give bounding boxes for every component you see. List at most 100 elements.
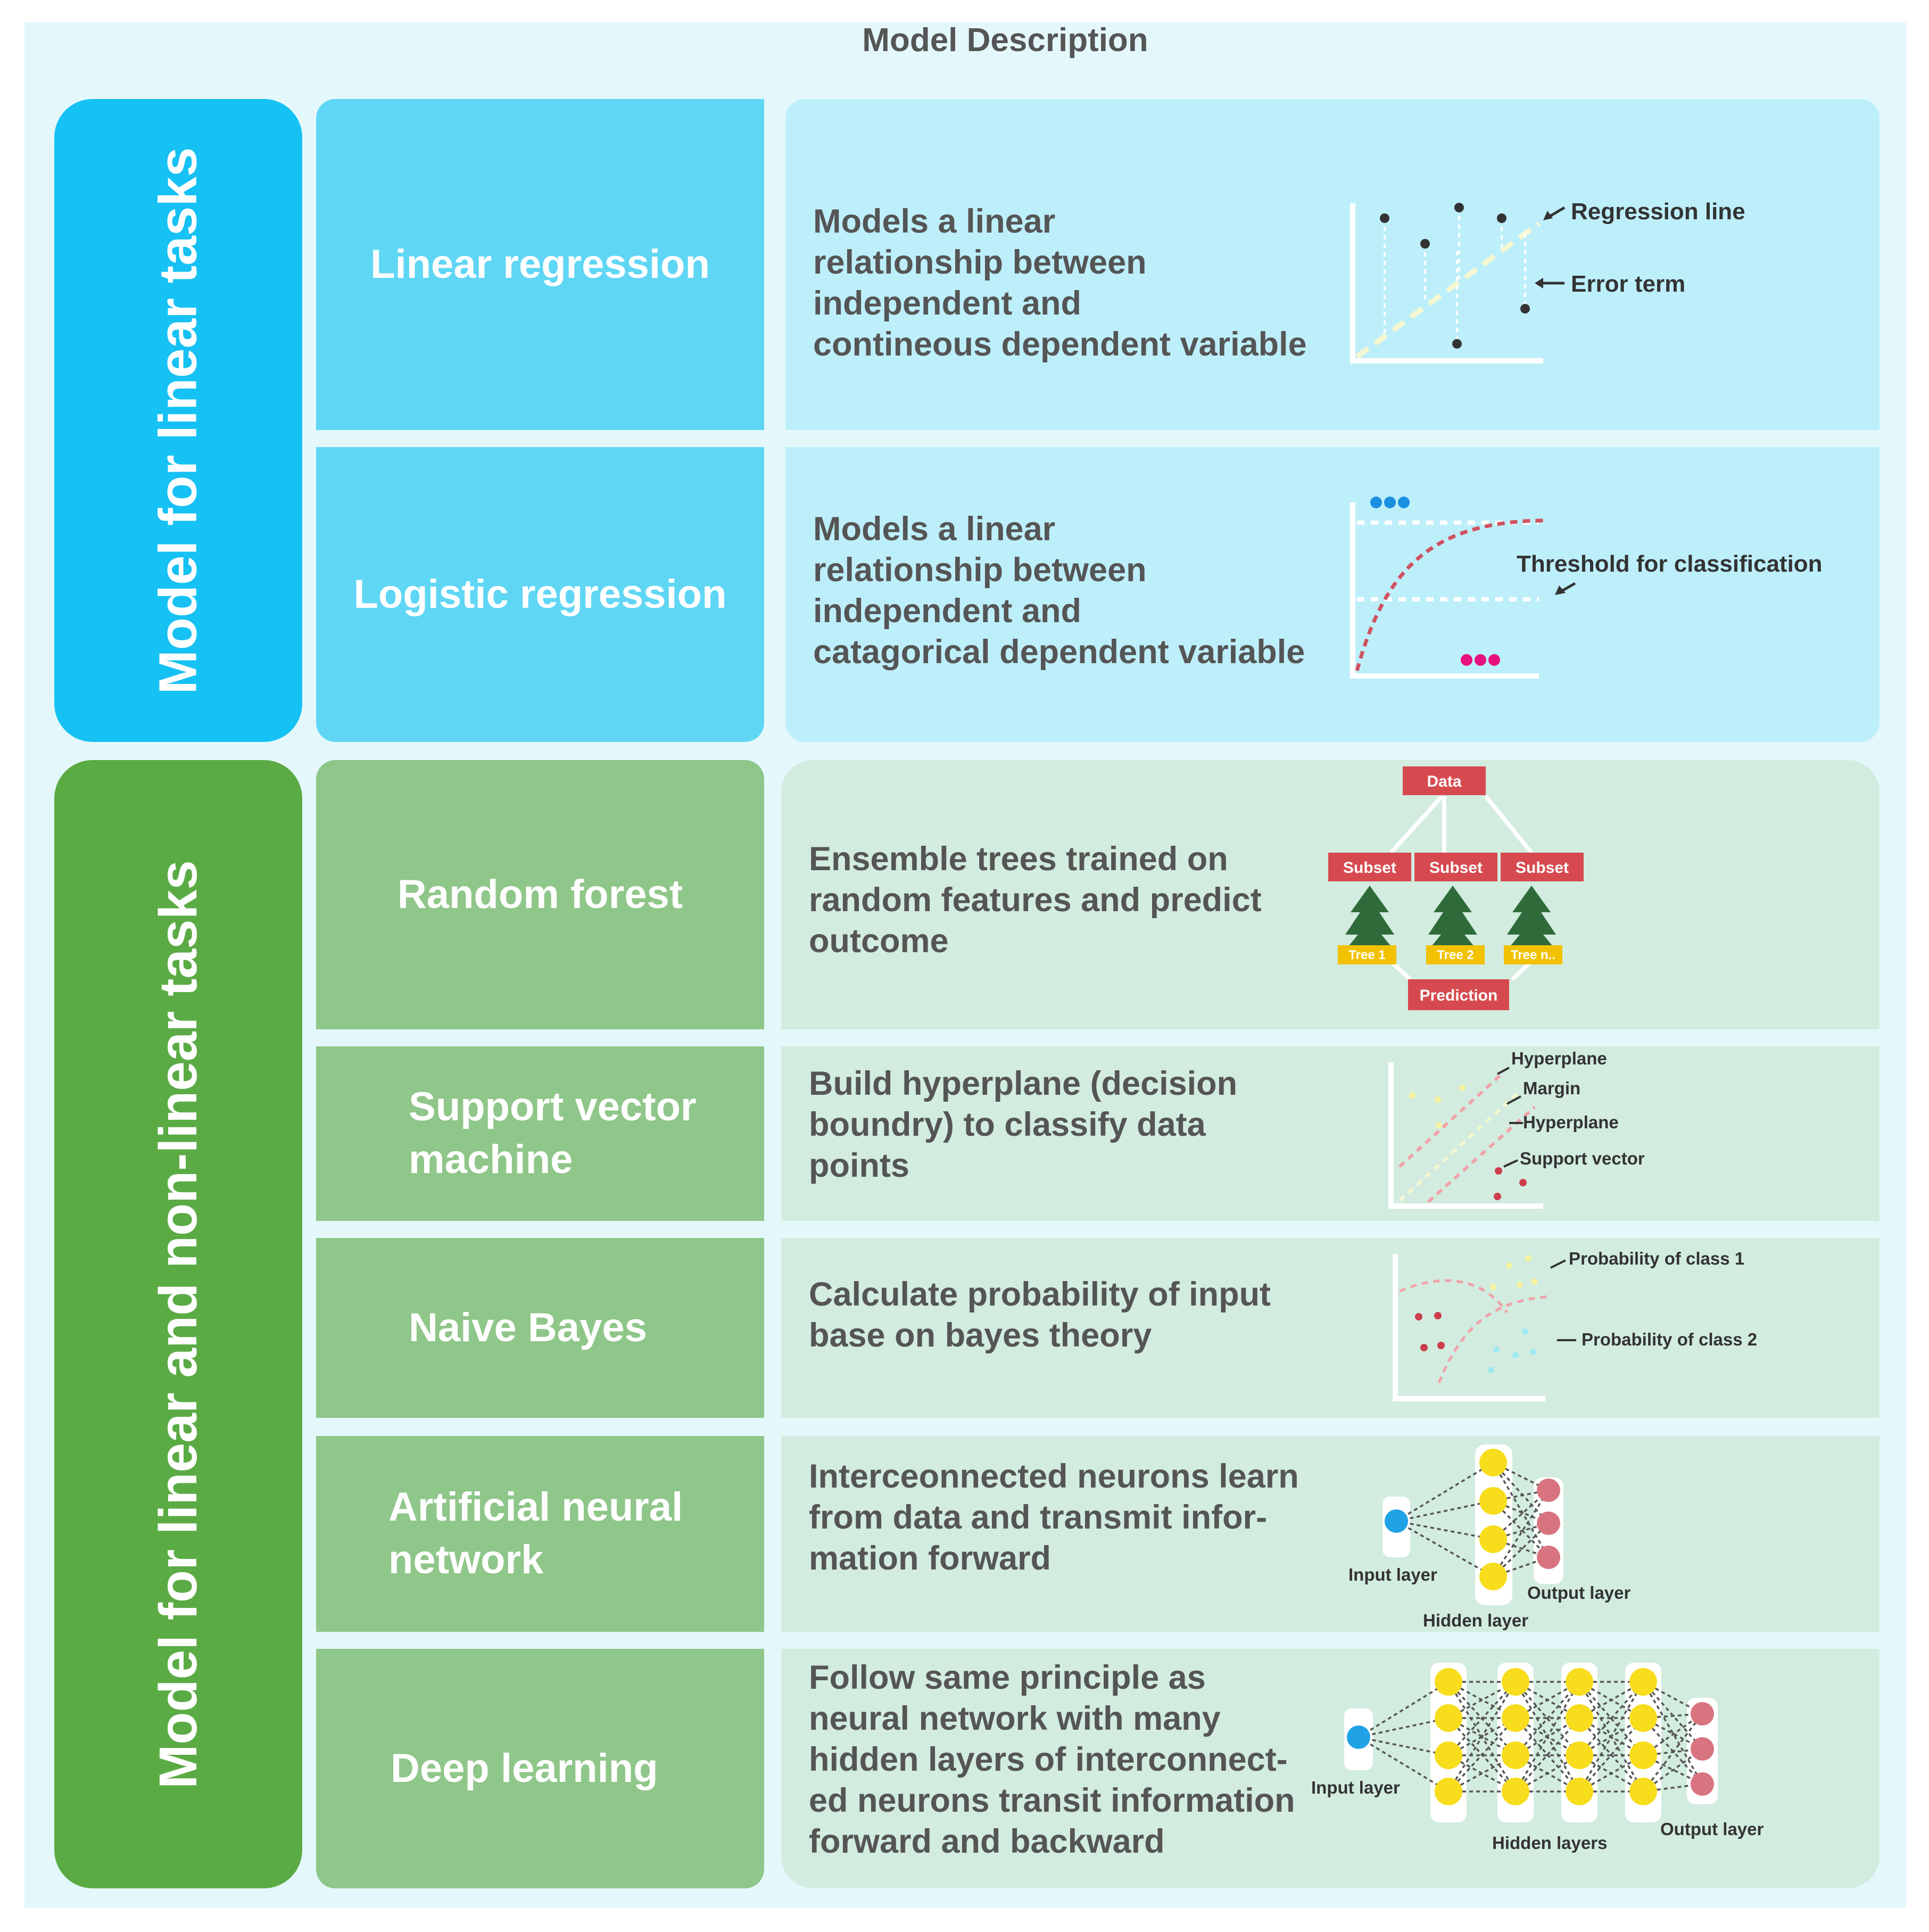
- connection-line: [1447, 1717, 1517, 1793]
- ann-output-neuron: [1537, 1512, 1560, 1535]
- ann-hidden-neuron: [1479, 1487, 1507, 1515]
- connection-line: [1358, 1717, 1449, 1738]
- logistic-regression-figure: Threshold for classification: [1350, 497, 1823, 679]
- random-forest-figure: Data Subset Subset Subset Tree 1 Tree 2 …: [1328, 766, 1584, 1010]
- connection-line: [1642, 1713, 1703, 1793]
- dl-hidden-neuron: [1502, 1741, 1529, 1769]
- ann-output-neuron: [1537, 1546, 1560, 1569]
- dl-hidden-neuron: [1502, 1704, 1529, 1732]
- threshold-label: Threshold for classification: [1517, 551, 1823, 577]
- connection-line: [1579, 1681, 1644, 1719]
- subset-label-3: Subset: [1516, 859, 1569, 877]
- connection-line: [1514, 1717, 1580, 1793]
- svm-support-vector-arrow: [1503, 1159, 1518, 1168]
- group-linear-nonlinear-tasks-label: Model for linear and non-linear tasks: [148, 860, 208, 1789]
- ann-figure: Input layer Hidden layer Output layer: [1348, 1444, 1631, 1630]
- connection-line: [1642, 1748, 1703, 1793]
- dl-hidden-neuron: [1435, 1778, 1462, 1805]
- dl-input-neuron: [1347, 1725, 1370, 1749]
- tree-n-box: [1504, 945, 1562, 964]
- ann-output-label: Output layer: [1527, 1583, 1631, 1603]
- dl-hidden-neuron: [1435, 1704, 1462, 1732]
- model-description-logistic-regression: Models a linear relationship between ind…: [813, 510, 1305, 671]
- svm-support-vector-label: Support vector: [1520, 1149, 1645, 1168]
- connection-line: [1447, 1681, 1517, 1756]
- connection-line: [1515, 1754, 1580, 1793]
- class1-arrow: [1550, 1259, 1566, 1269]
- naive-bayes-figure: Probability of class 1 Probability of cl…: [1393, 1249, 1757, 1401]
- connection-line: [1492, 1522, 1550, 1578]
- tree-2-box: [1426, 945, 1485, 964]
- dl-output-neuron: [1691, 1702, 1714, 1725]
- data-label: Data: [1427, 773, 1461, 790]
- connection-line: [1447, 1681, 1517, 1792]
- connection-line: [1396, 1462, 1494, 1522]
- ann-input-neuron: [1385, 1509, 1408, 1533]
- dl-output-neuron: [1691, 1737, 1714, 1761]
- connection-line: [1492, 1462, 1550, 1558]
- model-description-artificial-neural-network: Interceonnected neurons learn from data …: [809, 1458, 1299, 1577]
- connection-line: [1358, 1736, 1449, 1793]
- dl-hidden-neuron: [1566, 1778, 1593, 1805]
- model-description-linear-regression: Models a linear relationship between ind…: [813, 203, 1307, 363]
- model-description-deep-learning: Follow same principle as neural network …: [809, 1659, 1295, 1860]
- connection-line: [1642, 1717, 1703, 1785]
- dl-hidden-neuron: [1629, 1704, 1657, 1732]
- dl-hidden-neuron: [1629, 1741, 1657, 1769]
- subset-label-1: Subset: [1343, 859, 1396, 877]
- error-term-label: Error term: [1571, 271, 1685, 297]
- prediction-label: Prediction: [1420, 987, 1498, 1004]
- class1-label: Probability of class 1: [1569, 1249, 1744, 1268]
- dl-hidden-neuron: [1435, 1668, 1462, 1696]
- model-description-support-vector-machine: Build hyperplane (decision boundry) to c…: [809, 1065, 1238, 1184]
- svm-hyperplane-top-label: Hyperplane: [1511, 1048, 1607, 1068]
- dl-hidden-neuron: [1629, 1778, 1657, 1805]
- svm-hyperplane-label: Hyperplane: [1523, 1112, 1619, 1132]
- model-name-logistic-regression: Logistic regression: [316, 447, 764, 742]
- group-linear-tasks: Model for linear tasks: [54, 99, 302, 742]
- svm-hyperplane-top-arrow: [1497, 1067, 1510, 1075]
- subset-box-1: [1328, 853, 1411, 881]
- model-name-support-vector-machine: Support vector machine: [316, 1046, 764, 1221]
- linear-regression-figure: Regression line Error term: [1350, 199, 1745, 364]
- dl-hidden-neuron: [1566, 1668, 1593, 1696]
- model-name-linear-regression: Linear regression: [316, 99, 764, 430]
- connection-line: [1492, 1489, 1550, 1540]
- dl-output-neuron: [1691, 1772, 1714, 1796]
- model-name-random-forest: Random forest: [316, 760, 764, 1029]
- connection-line: [1396, 1520, 1494, 1540]
- model-name-naive-bayes: Naive Bayes: [316, 1238, 764, 1418]
- dl-hidden-neuron: [1435, 1741, 1462, 1769]
- tree-1-box: [1338, 945, 1396, 964]
- connection-line: [1578, 1681, 1644, 1756]
- model-description-naive-bayes-panel: Calculate probability of input base on b…: [781, 1238, 1880, 1418]
- model-description-svm-panel: Build hyperplane (decision boundry) to c…: [781, 1046, 1880, 1221]
- connection-line: [1492, 1490, 1550, 1577]
- subset-label-2: Subset: [1429, 859, 1483, 877]
- dl-input-label: Input layer: [1311, 1778, 1400, 1797]
- model-description-random-forest: Ensemble trees trained on random feature…: [809, 840, 1262, 960]
- model-name-deep-learning: Deep learning: [316, 1649, 764, 1888]
- subset-box-2: [1414, 853, 1497, 881]
- model-description-linear-regression-panel: Models a linear relationship between ind…: [785, 99, 1880, 430]
- ann-input-label: Input layer: [1348, 1565, 1437, 1584]
- dl-hidden-neuron: [1566, 1741, 1593, 1769]
- ann-hidden-neuron: [1479, 1449, 1507, 1476]
- ann-hidden-neuron: [1479, 1525, 1507, 1553]
- connection-line: [1492, 1500, 1550, 1558]
- dl-hidden-neuron: [1566, 1704, 1593, 1732]
- tree-2-label: Tree 2: [1437, 948, 1473, 962]
- dl-hidden-label: Hidden layers: [1492, 1833, 1607, 1853]
- model-description-logistic-regression-panel: Models a linear relationship between ind…: [785, 447, 1880, 742]
- connection-line: [1396, 1520, 1494, 1578]
- connection-line: [1578, 1717, 1644, 1793]
- dl-hidden-neuron: [1502, 1778, 1529, 1805]
- dl-output-label: Output layer: [1660, 1819, 1764, 1839]
- ann-output-neuron: [1537, 1479, 1560, 1502]
- tree-n-label: Tree n..: [1511, 948, 1555, 962]
- model-name-artificial-neural-network: Artificial neural network: [316, 1436, 764, 1632]
- ann-hidden-label: Hidden layer: [1423, 1611, 1528, 1630]
- dl-hidden-neuron: [1502, 1668, 1529, 1696]
- connection-line: [1514, 1681, 1580, 1792]
- class2-label: Probability of class 2: [1582, 1330, 1757, 1349]
